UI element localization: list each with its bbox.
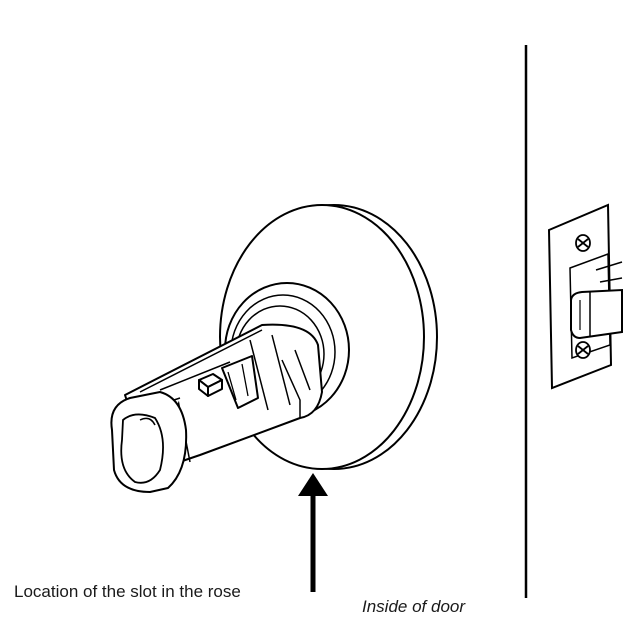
thumb-turn [110,391,188,493]
door-side-label: Inside of door [362,597,466,616]
strike-plate [547,203,623,390]
screw-icon [575,341,591,359]
screw-icon [575,234,591,252]
slot-location-label: Location of the slot in the rose [14,582,241,601]
pointer-arrow [298,473,328,592]
